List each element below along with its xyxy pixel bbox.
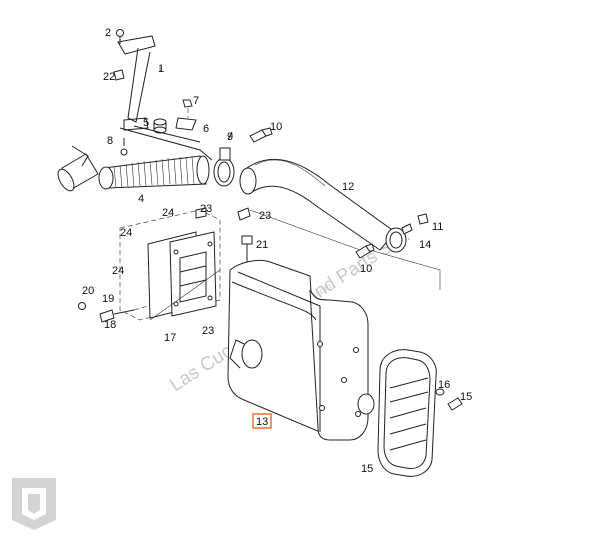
bolt-10-top <box>249 127 273 143</box>
bracket-assembly <box>113 29 161 131</box>
flex-pipe <box>57 145 210 192</box>
part-label-9: 9 <box>227 131 233 143</box>
bolt-10-lower <box>355 243 375 259</box>
part-label-5: 5 <box>143 117 149 129</box>
muffler-13 <box>227 259 375 441</box>
company-logo-icon <box>12 478 56 530</box>
part-label-11: 11 <box>432 221 443 233</box>
bolt-23-top <box>237 207 251 221</box>
heat-shield-15 <box>377 349 437 477</box>
highlight-box-13 <box>252 413 272 429</box>
part-label-13: 13 <box>256 416 268 428</box>
part-label-12: 12 <box>342 181 354 193</box>
pipe-clamp-9 <box>213 131 235 187</box>
part-label-17: 16 <box>438 379 450 391</box>
bolt-23-upper <box>195 207 207 219</box>
part-label-20: 19 <box>102 293 114 305</box>
part-label-10-lower: 10 <box>360 263 372 275</box>
exhaust-pipe-12 <box>239 158 396 251</box>
part-label-4: 4 <box>138 193 144 205</box>
bolt-16 <box>447 397 463 411</box>
part-label-1: 1 <box>158 63 164 75</box>
part-label-7: 7 <box>193 95 199 107</box>
part-label-8: 8 <box>107 135 113 147</box>
part-label-10-top: 10 <box>270 121 282 133</box>
part-label-22: 21 <box>256 239 268 251</box>
part-label-24-b: 24 <box>120 227 132 239</box>
part-label-19: 18 <box>104 319 116 331</box>
nut-11 <box>417 213 429 225</box>
part-label-6: 6 <box>203 123 209 135</box>
part-label-2: 2 <box>105 27 111 39</box>
part-label-18: 17 <box>164 332 176 344</box>
part-label-3: 22 <box>103 71 115 83</box>
flange-assembly <box>119 209 221 321</box>
part-label-24-a: 24 <box>162 207 174 219</box>
bolt-22 <box>241 235 253 262</box>
part-label-16: 15 <box>460 391 472 403</box>
leader-lines <box>149 209 441 321</box>
washer-17 <box>435 388 445 396</box>
clamp-hardware-group <box>119 99 213 161</box>
pipe-clamp-14 <box>385 223 413 253</box>
part-label-23-b: 23 <box>259 210 271 222</box>
part-label-23-a: 23 <box>200 203 212 215</box>
part-label-14: 14 <box>419 239 431 251</box>
part-label-15: 15 <box>361 463 373 475</box>
stud-hardware <box>78 302 149 323</box>
part-label-24-c: 24 <box>112 265 124 277</box>
part-label-23-c: 23 <box>202 325 214 337</box>
part-label-21: 20 <box>82 285 94 297</box>
